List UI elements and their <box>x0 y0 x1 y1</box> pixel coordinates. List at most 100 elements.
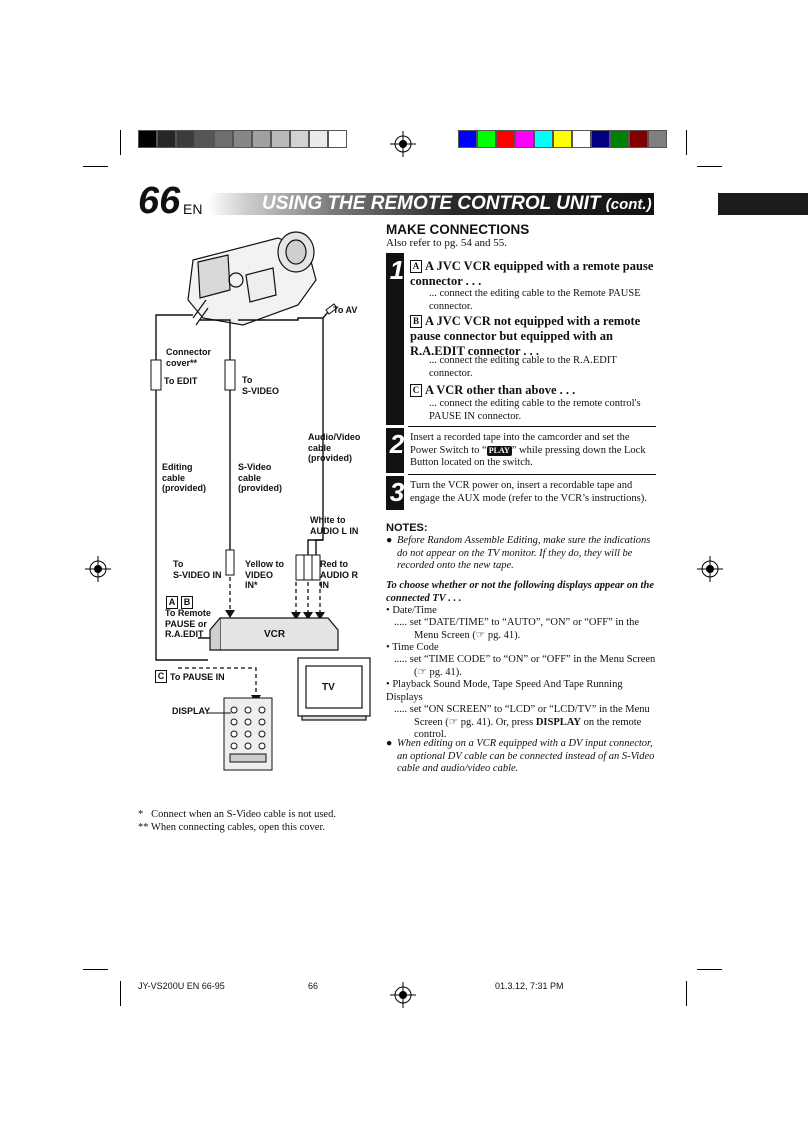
footer-file-name: JY-VS200U EN 66-95 <box>138 981 225 991</box>
notes-heading: NOTES: <box>386 522 428 534</box>
letter-box: B <box>410 315 422 328</box>
crop-mark <box>83 969 108 970</box>
registration-mark-icon <box>85 556 111 582</box>
gray-swatch <box>157 130 176 148</box>
cable-plugs <box>150 303 338 581</box>
step-1b-description: ... connect the editing cable to the R.A… <box>429 355 617 379</box>
label-editing-cable: Editing cable (provided) <box>162 462 206 493</box>
label-svideo-cable: S-Video cable (provided) <box>238 462 282 493</box>
option-label-text: Playback Sound Mode, Tape Speed And Tape… <box>386 679 623 703</box>
label-display: DISPLAY <box>172 706 211 716</box>
label-white-audio-l: White to AUDIO L IN <box>310 515 359 536</box>
bullet-icon: ● <box>386 535 393 546</box>
crop-mark <box>686 981 687 1006</box>
label-red-audio-r: Red to AUDIO R IN <box>320 559 358 590</box>
option-description-text-end: on the remote control. <box>414 716 642 741</box>
step-2-text-a: Insert a recorded tape into the camcorde… <box>410 432 630 456</box>
display-key-name: DISPLAY <box>535 716 581 728</box>
option-label-text: Date/Time <box>392 605 437 616</box>
label-yellow-video-in: Yellow to VIDEO IN* <box>245 559 285 590</box>
option-label-text: Time Code <box>392 642 439 653</box>
language-code: EN <box>183 201 203 217</box>
step-1b-heading-text: A JVC VCR not equipped with a remote pau… <box>410 314 641 358</box>
gray-swatch <box>233 130 252 148</box>
page-title-cont: (cont.) <box>605 196 652 213</box>
bullet-icon: ● <box>386 738 393 749</box>
note-item: ● When editing on a VCR equipped with a … <box>386 738 656 776</box>
gray-swatch <box>176 130 195 148</box>
step-1c-heading-text: A VCR other than above . . . <box>425 383 576 397</box>
label-connector-cover: Connector cover** <box>166 347 211 368</box>
gray-swatch <box>195 130 214 148</box>
vcr-device <box>209 617 339 651</box>
divider <box>408 474 656 475</box>
crop-mark <box>120 130 121 155</box>
step-2-text-b: ” while pressing down the Lock Button lo… <box>410 444 646 469</box>
letter-box: C <box>410 384 422 397</box>
remote-control-illustration <box>208 697 273 771</box>
gray-swatch <box>138 130 157 148</box>
label-to-edit: To EDIT <box>164 376 198 386</box>
title-bar <box>208 193 654 215</box>
option-label: • Time Code <box>386 642 439 653</box>
label-vcr: VCR <box>264 629 286 640</box>
step-number: 2 <box>389 429 405 459</box>
label-to-svideo: To S-VIDEO <box>242 375 280 396</box>
option-label: • Date/Time <box>386 605 437 616</box>
footnote: * Connect when an S-Video cable is not u… <box>138 809 336 820</box>
chapter-edge-tab <box>718 193 808 215</box>
registration-mark-icon <box>390 982 416 1008</box>
tv-device <box>297 657 371 721</box>
option-label: • Playback Sound Mode, Tape Speed And Ta… <box>386 679 623 703</box>
step-2-text: Insert a recorded tape into the camcorde… <box>410 432 656 470</box>
gray-swatch <box>328 130 347 148</box>
letter-box: A <box>410 260 422 273</box>
option-description-text: ..... set “DATE/TIME” to “AUTO”, “ON” or… <box>394 617 640 641</box>
gray-swatch <box>271 130 290 148</box>
cable-lines <box>155 311 329 661</box>
color-swatch <box>534 130 553 148</box>
color-swatch <box>591 130 610 148</box>
footer-date: 01.3.12, 7:31 PM <box>495 981 564 991</box>
color-swatch <box>610 130 629 148</box>
label-to-remote-pause: To Remote PAUSE or R.A.EDIT <box>165 608 211 639</box>
color-swatch <box>648 130 667 148</box>
step-3-text: Turn the VCR power on, insert a recordab… <box>410 480 647 504</box>
page-title-text: USING THE REMOTE CONTROL UNIT <box>262 193 601 214</box>
note-text: Before Random Assemble Editing, make sur… <box>397 535 651 571</box>
crop-mark <box>697 166 722 167</box>
label-to-av: To AV <box>333 305 358 315</box>
gray-swatch <box>214 130 233 148</box>
color-swatch <box>477 130 496 148</box>
option-description: ..... set “TIME CODE” to “ON” or “OFF” i… <box>394 654 656 679</box>
note-text: When editing on a VCR equipped with a DV… <box>397 738 655 774</box>
color-swatch <box>458 130 477 148</box>
crop-mark <box>697 969 722 970</box>
note-item: ● Before Random Assemble Editing, make s… <box>386 535 656 573</box>
color-swatch <box>515 130 534 148</box>
step-1a-heading-text: A JVC VCR equipped with a remote pause c… <box>410 259 654 288</box>
color-swatch <box>572 130 591 148</box>
gray-swatch <box>252 130 271 148</box>
step-bar <box>386 253 404 425</box>
label-to-svideo-in: To S-VIDEO IN <box>173 559 222 580</box>
option-description: ..... set “ON SCREEN” to “LCD” or “LCD/T… <box>394 704 656 742</box>
letter-box: B <box>181 596 193 609</box>
color-swatch <box>496 130 515 148</box>
crop-mark <box>83 166 108 167</box>
play-mode-badge: PLAY <box>486 445 512 456</box>
page-number: 66 <box>138 180 181 222</box>
section-reference: Also refer to pg. 54 and 55. <box>386 237 507 249</box>
label-av-cable: Audio/Video cable (provided) <box>308 432 361 463</box>
registration-mark-icon <box>390 131 416 157</box>
color-swatch <box>553 130 572 148</box>
option-description: ..... set “DATE/TIME” to “AUTO”, “ON” or… <box>394 617 656 642</box>
letter-box: C <box>155 670 167 683</box>
label-tv: TV <box>322 682 335 693</box>
step-1a-description: ... connect the editing cable to the Rem… <box>429 288 641 312</box>
page-title: USING THE REMOTE CONTROL UNIT (cont.) <box>262 192 652 217</box>
